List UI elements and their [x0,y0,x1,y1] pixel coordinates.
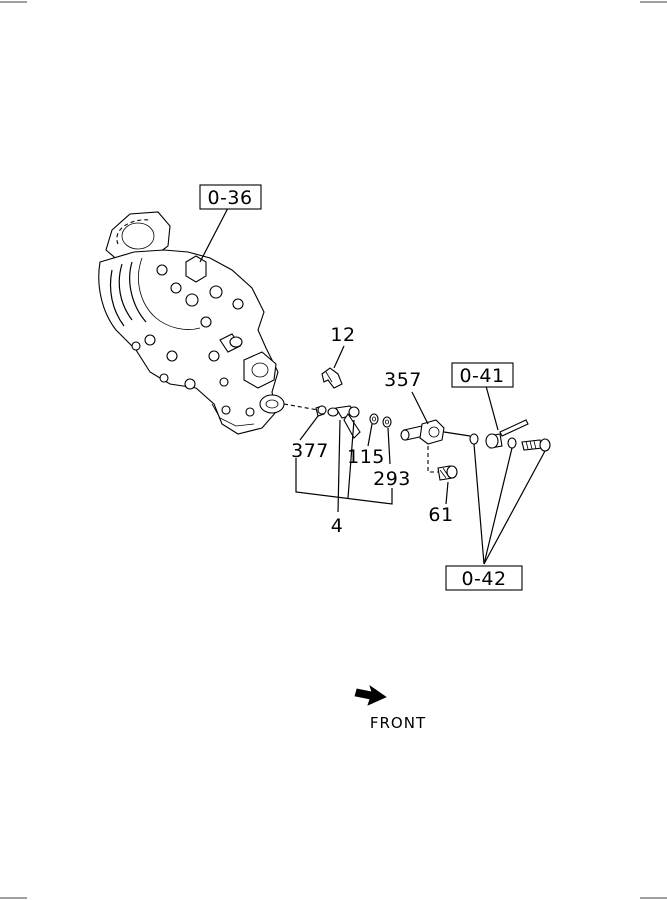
washer-293-drawing [382,416,392,428]
ref-box-0-41[interactable]: 0-41 [451,362,514,388]
part-number-61: 61 [428,504,453,526]
part-4-drawing [327,405,361,439]
front-arrow-icon [354,684,387,706]
part-number-12: 12 [330,324,355,346]
washer-115-drawing [369,413,379,425]
bolt-61-drawing [427,446,458,481]
part-number-115: 115 [347,446,385,468]
ref-label-0-36: 0-36 [207,187,252,209]
ref-label-0-41: 0-41 [459,365,504,387]
ref-box-0-42[interactable]: 0-42 [445,565,523,591]
turbocharger-assembly-drawing [98,211,285,435]
part-number-357: 357 [384,369,422,391]
part-number-293: 293 [373,468,411,490]
part-number-377: 377 [291,440,329,462]
part-12-drawing [321,367,343,389]
ref-box-0-36[interactable]: 0-36 [199,184,262,210]
part-357-drawing [400,419,471,445]
part-number-4: 4 [331,515,344,537]
front-label: FRONT [370,714,426,732]
pipe-0-41-drawing [499,419,529,437]
fitting-0-42-parts-drawing [469,433,551,452]
ref-label-0-42: 0-42 [461,568,506,590]
part-377-drawing [315,405,327,417]
leader-lines [199,207,546,565]
centerline-outlet [283,403,319,411]
